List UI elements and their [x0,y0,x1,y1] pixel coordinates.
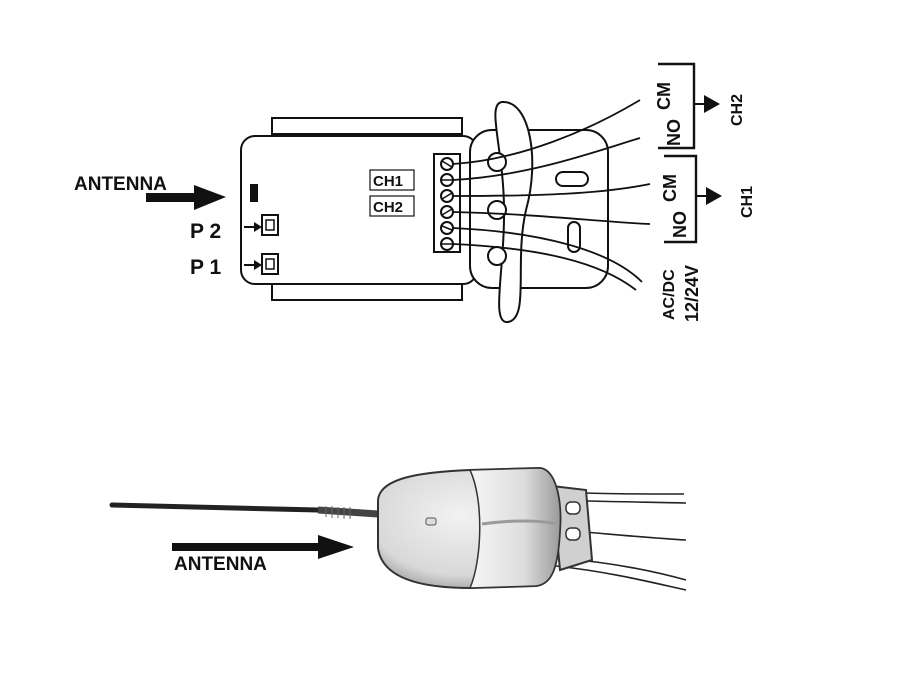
output-wires [452,99,651,291]
ch2-side-label: CH2 [729,94,746,126]
antenna-label-bottom: ANTENNA [174,554,267,575]
antenna-label-top: ANTENNA [74,174,167,195]
ch1-label-box [369,169,415,191]
mounting-bracket [469,100,609,324]
ch1-box-label: CH1 [373,173,403,190]
receiver-photo [109,466,687,591]
ch1-contact-bracket [664,154,722,244]
ch2-label-box [369,195,415,217]
ch1-cm-label: CM [660,174,680,202]
ch2-box-label: CH2 [373,199,403,216]
ch1-side-label: CH1 [739,186,756,218]
power-label-voltage: 12/24V [682,265,702,322]
p2-button [244,214,279,236]
p1-button [244,253,279,275]
receiver-housing [240,117,478,301]
power-label-acdc: AC/DC [661,269,678,320]
terminal-block [433,153,461,253]
p1-label: P 1 [190,256,221,279]
antenna-arrow-top [146,185,226,210]
ch2-no-label: NO [664,119,684,146]
ch2-cm-label: CM [654,82,674,110]
ch2-contact-bracket [658,62,720,150]
top-schematic [146,62,722,324]
indicator-led [250,184,258,202]
ch1-no-label: NO [670,211,690,238]
p2-label: P 2 [190,220,221,243]
